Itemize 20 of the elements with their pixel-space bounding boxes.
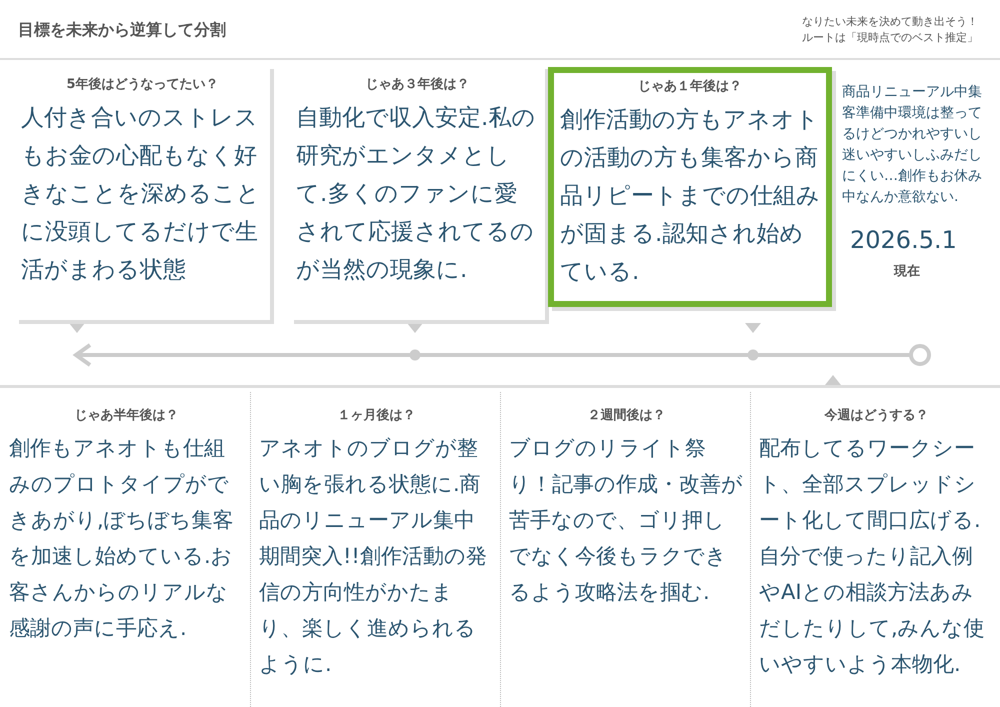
header-note: ルートは「現時点でのベスト推定」 [802, 30, 978, 45]
handwritten-date: 2026.5.1 [850, 226, 958, 254]
question-heading: 5年後はどうなってたい？ [65, 76, 220, 93]
handwritten-answer: アネオトのブログが整い胸を張れる状態に.商品のリニューアル集中期間突入!!創作活動の発信の方向性がかたまり、楽しく進められるように. [259, 435, 488, 678]
question-heading: 今週はどうする？ [823, 407, 930, 424]
question-heading: じゃあ３年後は？ [364, 76, 470, 93]
handwritten-answer: 創作活動の方もアネオトの活動の方も集客から商品リピートまでの仕組みが固まる.認知され始めている. [560, 106, 820, 287]
page-title: 目標を未来から逆算して分割 [18, 20, 226, 41]
question-heading: じゃあ１年後は？ [637, 78, 743, 95]
handwritten-answer: 人付き合いのストレスもお金の心配もなく好きなことを深めることに没頭してるだけで生活がまわる状態 [21, 104, 261, 285]
timeline-caption: 現在 [892, 263, 921, 280]
handwritten-answer: 自動化で収入安定.私の研究がエンタメとして.多くのファンに愛されて応援されてるのが当然の現象に. [296, 104, 536, 285]
handwritten-answer: ブログのリライト祭り！記事の作成・改善が苦手なので、ゴリ押しでなく今後もラクできるよう攻略法を掴む. [509, 435, 744, 606]
question-heading: １ヶ月後は？ [336, 407, 416, 424]
handwritten-answer: 配布してるワークシート、全部スプレッドシート化して間口広げる.自分で使ったり記入例やAIとの相談方法あみだしたりして,みんな使いやすいよう本物化. [759, 435, 986, 678]
handwritten-note: 商品リニューアル中集客準備中環境は整ってるけどつかれやすいし迷いやすいしふみだしにくい…創作もお休み中なんか意欲ない. [842, 83, 982, 207]
question-heading: じゃあ半年後は？ [74, 407, 180, 424]
handwritten-answer: 創作もアネオトも仕組みのプロトタイプができあがり,ぼちぼち集客を加速し始めている.お客さんからのリアルな感謝の声に手応え. [9, 435, 235, 642]
question-heading: ２週間後は？ [586, 407, 666, 424]
header-note: なりたい未来を決めて動き出そう！ [802, 14, 978, 29]
